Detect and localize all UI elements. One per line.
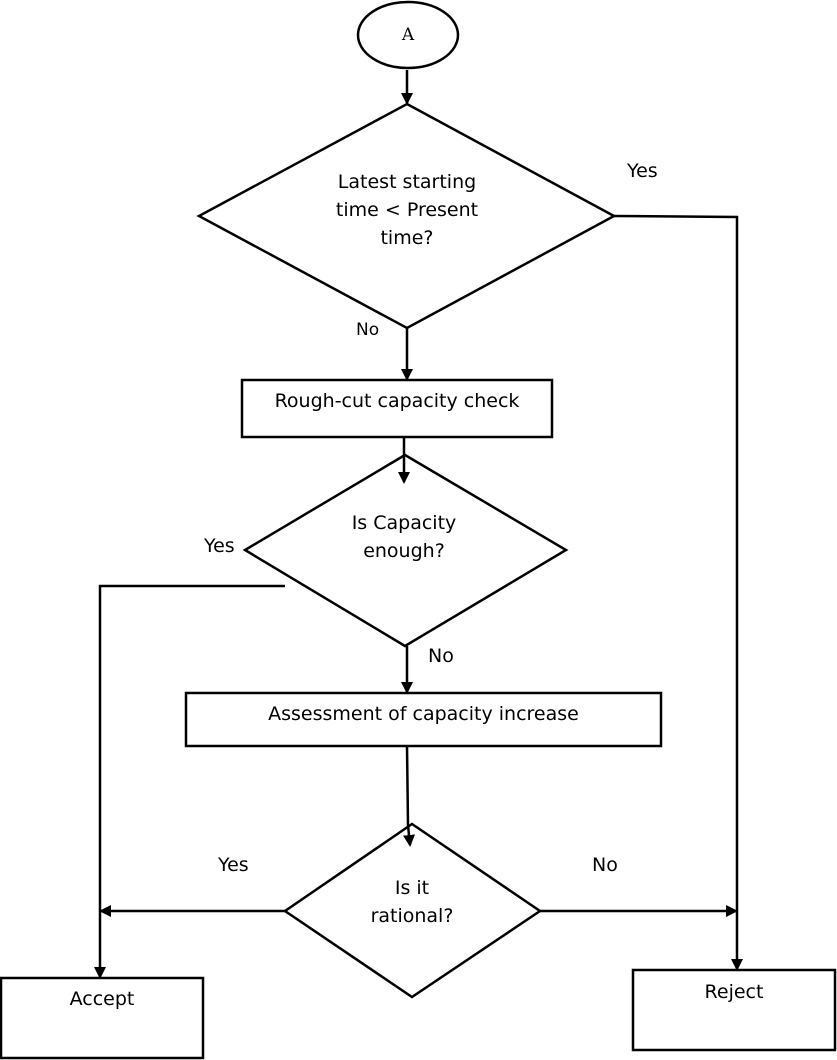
decision-capacity-text: Is Capacity enough? (304, 509, 504, 565)
decision-rational-line1: Is it (394, 877, 430, 899)
decision-rational-shape (282, 822, 543, 999)
decision-start-line1: Latest starting (337, 171, 477, 193)
terminal-accept-label: Accept (69, 988, 135, 1010)
process-assess-shape (184, 691, 663, 748)
decision-start-text: Latest starting time < Present time? (297, 168, 517, 252)
connector-a-label: A (401, 25, 415, 45)
connector-a-shape (356, 0, 460, 70)
edge-label-start-yes: Yes (627, 160, 658, 182)
decision-start-line3: time? (380, 227, 434, 249)
decision-start-line2: time < Present (335, 199, 479, 221)
decision-rational-text: Is it rational? (312, 874, 512, 930)
edge-label-rational-no: No (592, 854, 618, 876)
decision-rational-line2: rational? (370, 905, 454, 927)
decision-capacity-line2: enough? (363, 540, 445, 562)
decision-capacity-shape (242, 453, 569, 648)
arrow-assess-to-rational (403, 745, 415, 847)
process-rough-label: Rough-cut capacity check (274, 390, 520, 412)
arrow-capacity-yes (94, 584, 285, 979)
process-assess-label: Assessment of capacity increase (268, 703, 579, 725)
terminal-reject-label: Reject (704, 981, 764, 1003)
edge-label-start-no: No (356, 320, 380, 340)
process-rough-shape (240, 378, 554, 439)
edge-label-capacity-yes: Yes (204, 535, 235, 557)
edge-label-capacity-no: No (428, 645, 454, 667)
edge-label-rational-yes: Yes (218, 854, 249, 876)
arrow-start-yes (613, 214, 743, 971)
decision-capacity-line1: Is Capacity (351, 512, 457, 534)
